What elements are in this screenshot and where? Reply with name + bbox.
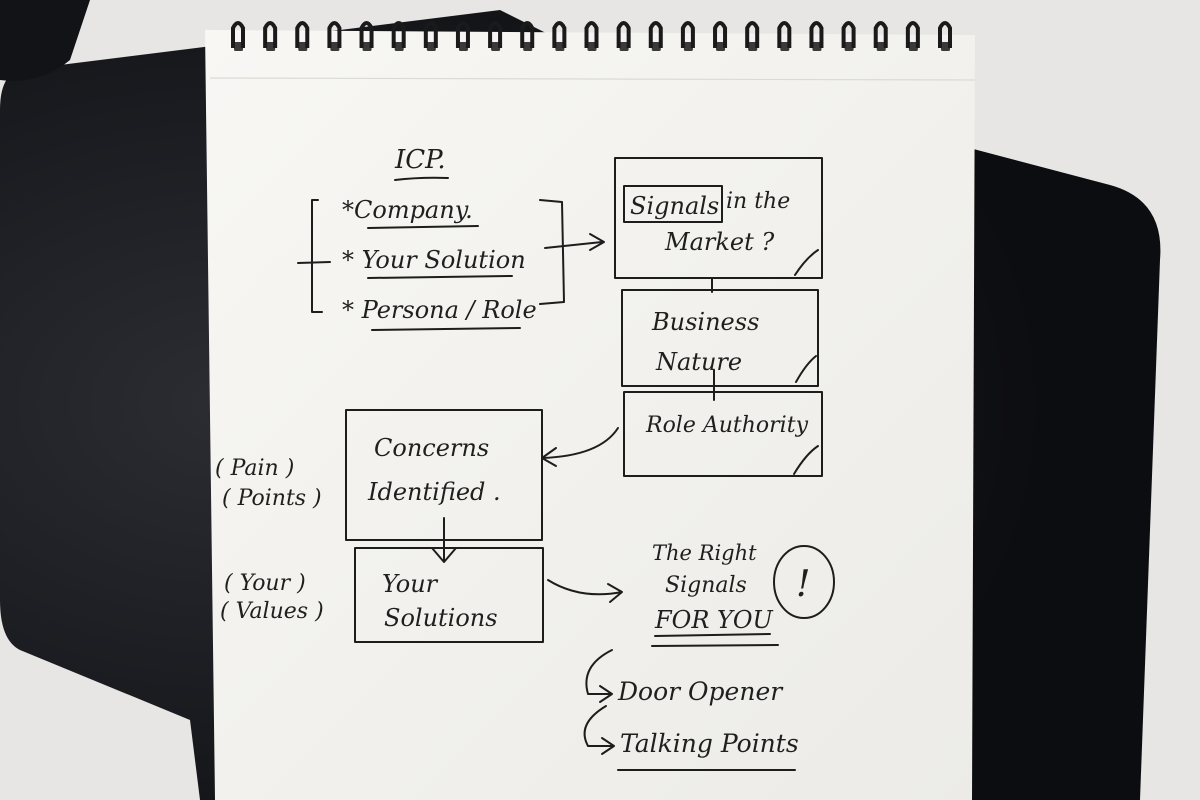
spiral-coil [745, 21, 760, 48]
role-corner-mark [793, 445, 819, 475]
your-values-line2: ( Values ) [220, 599, 324, 624]
spiral-coil [520, 21, 535, 48]
spiral-hole [780, 42, 790, 51]
spiral-coil [616, 21, 631, 48]
solution-underline [367, 275, 513, 279]
signals-corner-mark [794, 249, 819, 276]
spiral-hole [876, 42, 886, 51]
spiral-coil [680, 21, 695, 48]
icp-left-bracket [311, 199, 323, 313]
talking-points-arrow [583, 705, 615, 755]
spiral-hole [941, 42, 950, 51]
spiral-hole [362, 42, 372, 51]
spiral-coil [777, 21, 792, 48]
notebook-page [205, 30, 975, 800]
signals-word: Signals [630, 192, 719, 220]
your-values-line1: ( Your ) [224, 571, 306, 596]
spiral-hole [330, 42, 340, 51]
right-signals-line2: Signals [665, 573, 747, 598]
persona-underline [371, 327, 521, 331]
spiral-hole [587, 42, 597, 51]
spiral-coil [809, 21, 824, 48]
pain-points-line2: ( Points ) [222, 486, 322, 511]
spiral-coil [391, 21, 406, 48]
exclamation-circle [773, 545, 835, 619]
spiral-hole [426, 42, 436, 51]
spiral-coil [938, 21, 952, 48]
icp-item-company: *Company. [342, 196, 473, 224]
dark-object-top-left [0, 0, 90, 81]
door-opener-arrow [585, 649, 613, 703]
spiral-hole [908, 42, 918, 51]
spiral-hole [748, 42, 758, 51]
spiral-binding [231, 21, 952, 51]
pain-points-line1: ( Pain ) [215, 456, 294, 481]
spiral-coil [488, 21, 503, 48]
signals-highlight-box [623, 185, 723, 223]
spiral-coil [648, 21, 663, 48]
spiral-coil [295, 21, 310, 48]
down-arrow [431, 517, 457, 563]
business-line2: Nature [655, 348, 742, 376]
spiral-hole [523, 42, 533, 51]
spiral-coil [455, 21, 470, 48]
solutions-line1: Your [382, 570, 439, 598]
spiral-hole [651, 42, 661, 51]
solutions-line2: Solutions [384, 604, 498, 632]
arrow-to-right-signals [547, 579, 623, 603]
spiral-coil [713, 21, 728, 48]
spiral-coil [552, 21, 567, 48]
spiral-hole [619, 42, 629, 51]
outcome-talking-points: Talking Points [620, 729, 799, 758]
spiral-hole [298, 42, 308, 51]
concerns-line2: Identified . [367, 478, 501, 506]
spiral-coil [584, 21, 599, 48]
role-line1: Role Authority [645, 413, 809, 438]
spiral-hole [844, 42, 854, 51]
icp-underline [394, 176, 449, 181]
spiral-coil [423, 21, 438, 48]
icp-right-bracket [539, 199, 565, 305]
signals-line1-rest: in the [726, 189, 790, 214]
for-you-underline [654, 633, 771, 637]
concerns-line1: Concerns [374, 434, 489, 462]
signals-line2: Market ? [664, 228, 774, 256]
spiral-coil [263, 21, 278, 48]
spiral-hole [394, 42, 404, 51]
spiral-hole [491, 42, 501, 51]
icp-title: ICP. [394, 145, 446, 175]
icp-arrow [544, 233, 605, 251]
perforation-line [209, 77, 976, 81]
spiral-hole [716, 42, 726, 51]
spiral-hole [683, 42, 693, 51]
exclamation-mark: ! [796, 564, 810, 605]
role-authority-box [623, 391, 823, 477]
spiral-hole [234, 42, 243, 51]
spiral-hole [555, 42, 565, 51]
right-signals-rule [651, 644, 779, 647]
spiral-coil [841, 21, 856, 48]
company-underline [367, 225, 479, 229]
outcome-door-opener: Door Opener [617, 677, 784, 706]
spiral-coil [905, 21, 920, 48]
signals-box [614, 157, 823, 279]
icp-left-tick [297, 261, 331, 264]
icp-item-persona: * Persona / Role [342, 296, 537, 324]
spiral-hole [266, 42, 276, 51]
right-signals-line3: FOR YOU [654, 606, 774, 634]
solutions-box [354, 547, 544, 643]
business-nature-box [621, 289, 819, 387]
spiral-coil [327, 21, 342, 48]
business-line1: Business [651, 308, 759, 336]
spiral-coil [359, 21, 374, 48]
spiral-hole [812, 42, 822, 51]
right-signals-line1: The Right [652, 541, 757, 565]
business-corner-mark [795, 355, 817, 383]
spiral-hole [458, 42, 468, 51]
spiral-coil [873, 21, 888, 48]
spiral-coil [231, 21, 245, 48]
icp-item-solution: * Your Solution [342, 246, 526, 274]
